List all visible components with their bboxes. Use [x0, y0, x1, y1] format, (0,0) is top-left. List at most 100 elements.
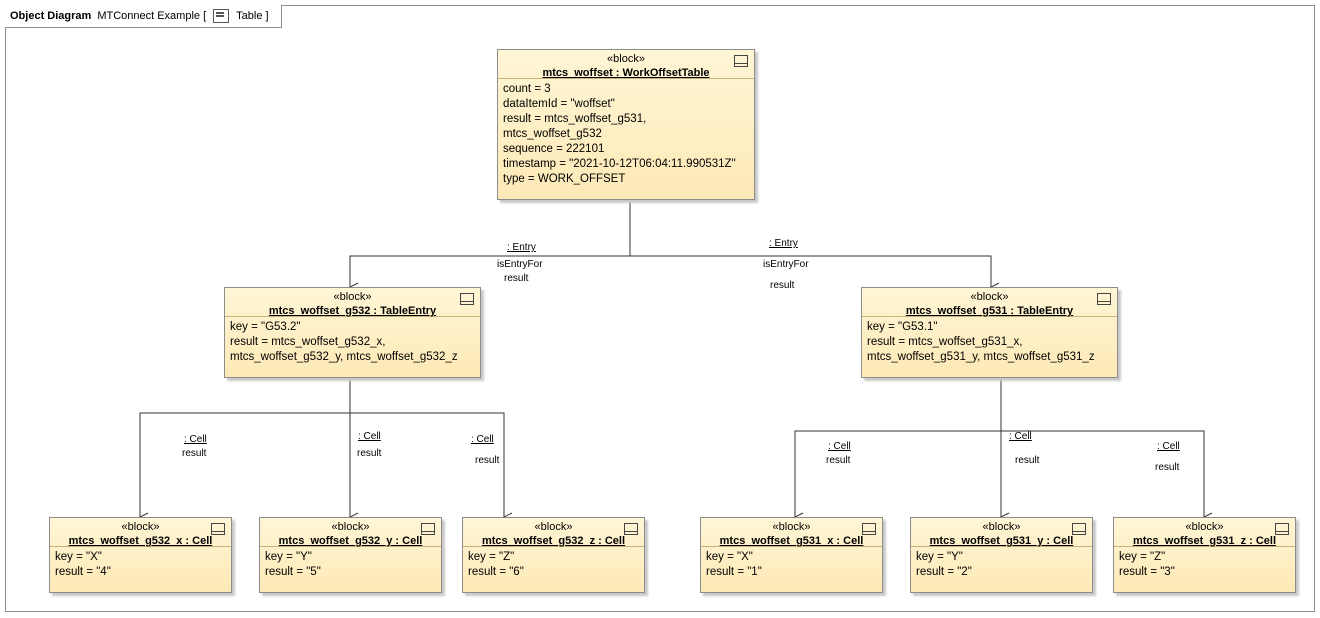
- block-attribute: key = "Y": [265, 551, 312, 563]
- cell-531y-assoc: : Cell: [1009, 431, 1032, 442]
- link-entry-right[interactable]: [630, 255, 991, 287]
- entry-right-assoc: : Entry: [769, 238, 798, 249]
- diagram-frame: [5, 5, 1315, 612]
- block-attribute: result = mtcs_woffset_g532_x,: [230, 336, 386, 348]
- block-header: «block» mtcs_woffset_g531_x : Cell: [701, 518, 882, 547]
- block-name: mtcs_woffset_g532 : TableEntry: [268, 305, 437, 317]
- entry-right-role2: result: [770, 280, 795, 291]
- link-cell-532x[interactable]: [140, 378, 351, 517]
- block-header: «block» mtcs_woffset_g532 : TableEntry: [225, 288, 480, 317]
- block-attribute: key = "G53.1": [867, 321, 938, 333]
- block-compartment-icon: [1097, 293, 1111, 305]
- block-stereotype: «block»: [333, 291, 372, 303]
- entry-left-role1: isEntryFor: [497, 259, 543, 270]
- block-attribute: result = "4": [55, 566, 111, 578]
- block-attributes: key = "Y" result = "5": [260, 547, 441, 583]
- block-attribute: result = mtcs_woffset_g531,: [503, 113, 647, 125]
- cell-532x-role: result: [182, 448, 207, 459]
- block-attribute: sequence = 222101: [503, 143, 605, 155]
- block-stereotype: «block»: [970, 291, 1009, 303]
- block-attribute: mtcs_woffset_g532: [503, 128, 602, 140]
- block-stereotype: «block»: [331, 521, 370, 533]
- block-attribute: key = "X": [706, 551, 753, 563]
- block-attribute: key = "Y": [916, 551, 963, 563]
- block-header: «block» mtcs_woffset_g532_x : Cell: [50, 518, 231, 547]
- cell-531z-assoc: : Cell: [1157, 441, 1180, 452]
- block-cell-g531-y[interactable]: «block»mtcs_woffset_g531_y : Cell key = "…: [910, 517, 1093, 593]
- block-attribute: key = "G53.2": [230, 321, 301, 333]
- block-header: «block»mtcs_woffset_g531_z : Cell: [1114, 518, 1295, 547]
- table-diagram-icon: [213, 9, 230, 23]
- block-name: mtcs_woffset_g531 : TableEntry: [905, 305, 1074, 317]
- cell-532y-assoc: : Cell: [358, 431, 381, 442]
- block-attributes: key = "G53.2" result = mtcs_woffset_g532_…: [225, 317, 480, 368]
- block-header: «block»mtcs_woffset_g531_y : Cell: [911, 518, 1092, 547]
- block-attribute: result = "2": [916, 566, 972, 578]
- block-name: mtcs_woffset_g531_y : Cell: [929, 535, 1074, 547]
- block-attribute: mtcs_woffset_g532_y, mtcs_woffset_g532_z: [230, 351, 458, 363]
- diagram-tab[interactable]: Object Diagram MTConnect Example [ Table…: [5, 5, 282, 28]
- diagram-kind: Object Diagram: [10, 10, 92, 22]
- block-attributes: key = "Z" result = "6": [463, 547, 644, 583]
- block-attribute: key = "Z": [468, 551, 515, 563]
- block-stereotype: «block»: [772, 521, 811, 533]
- block-header: «block» mtcs_woffset_g532_y : Cell: [260, 518, 441, 547]
- block-stereotype: «block»: [607, 53, 645, 65]
- block-attribute: timestamp = "2021-10-12T06:04:11.990531Z…: [503, 158, 736, 170]
- cell-531z-role: result: [1155, 462, 1180, 473]
- block-compartment-icon: [1275, 523, 1289, 535]
- block-name: mtcs_woffset_g532_z : Cell: [481, 535, 626, 547]
- cell-531y-role: result: [1015, 455, 1040, 466]
- block-header: «block» mtcs_woffset : WorkOffsetTable: [498, 50, 754, 79]
- block-compartment-icon: [421, 523, 435, 535]
- block-compartment-icon: [734, 55, 748, 67]
- block-name: mtcs_woffset : WorkOffsetTable: [542, 67, 710, 79]
- block-header: «block» mtcs_woffset_g531 : TableEntry: [862, 288, 1117, 317]
- entry-left-assoc: : Entry: [507, 242, 536, 253]
- link-cell-531x[interactable]: [795, 378, 1002, 517]
- block-attribute: result = mtcs_woffset_g531_x,: [867, 336, 1023, 348]
- block-attribute: mtcs_woffset_g531_y, mtcs_woffset_g531_z: [867, 351, 1095, 363]
- block-compartment-icon: [460, 293, 474, 305]
- block-stereotype: «block»: [121, 521, 160, 533]
- block-attribute: result = "5": [265, 566, 321, 578]
- block-attribute: result = "6": [468, 566, 524, 578]
- block-attribute: key = "X": [55, 551, 102, 563]
- block-attribute: type = WORK_OFFSET: [503, 173, 626, 185]
- block-header: «block»mtcs_woffset_g532_z : Cell: [463, 518, 644, 547]
- cell-532y-role: result: [357, 448, 382, 459]
- block-attributes: count = 3 dataItemId = "woffset" result = …: [498, 79, 754, 190]
- block-attributes: key = "G53.1" result = mtcs_woffset_g531_…: [862, 317, 1117, 368]
- block-stereotype: «block»: [1185, 521, 1224, 533]
- entry-right-role1: isEntryFor: [763, 259, 809, 270]
- link-entry-left[interactable]: [350, 200, 631, 287]
- block-compartment-icon: [624, 523, 638, 535]
- block-name: mtcs_woffset_g532_y : Cell: [278, 535, 423, 547]
- block-compartment-icon: [862, 523, 876, 535]
- block-compartment-icon: [211, 523, 225, 535]
- diagram-title: MTConnect Example [: [97, 10, 207, 22]
- block-attribute: count = 3: [503, 83, 551, 95]
- link-cell-532z[interactable]: [350, 412, 504, 517]
- cell-531x-role: result: [826, 455, 851, 466]
- block-attribute: result = "1": [706, 566, 762, 578]
- block-attribute: key = "Z": [1119, 551, 1166, 563]
- diagram-suffix: Table ]: [236, 10, 269, 22]
- block-attribute: result = "3": [1119, 566, 1175, 578]
- block-name: mtcs_woffset_g532_x : Cell: [68, 535, 213, 547]
- block-attributes: key = "X" result = "1": [701, 547, 882, 583]
- block-cell-g532-x[interactable]: «block» mtcs_woffset_g532_x : Cell key = "…: [49, 517, 232, 593]
- cell-532z-role: result: [475, 455, 500, 466]
- block-attribute: dataItemId = "woffset": [503, 98, 615, 110]
- block-name: mtcs_woffset_g531_x : Cell: [719, 535, 864, 547]
- link-cell-531z[interactable]: [1001, 430, 1204, 517]
- block-attributes: key = "Z" result = "3": [1114, 547, 1295, 583]
